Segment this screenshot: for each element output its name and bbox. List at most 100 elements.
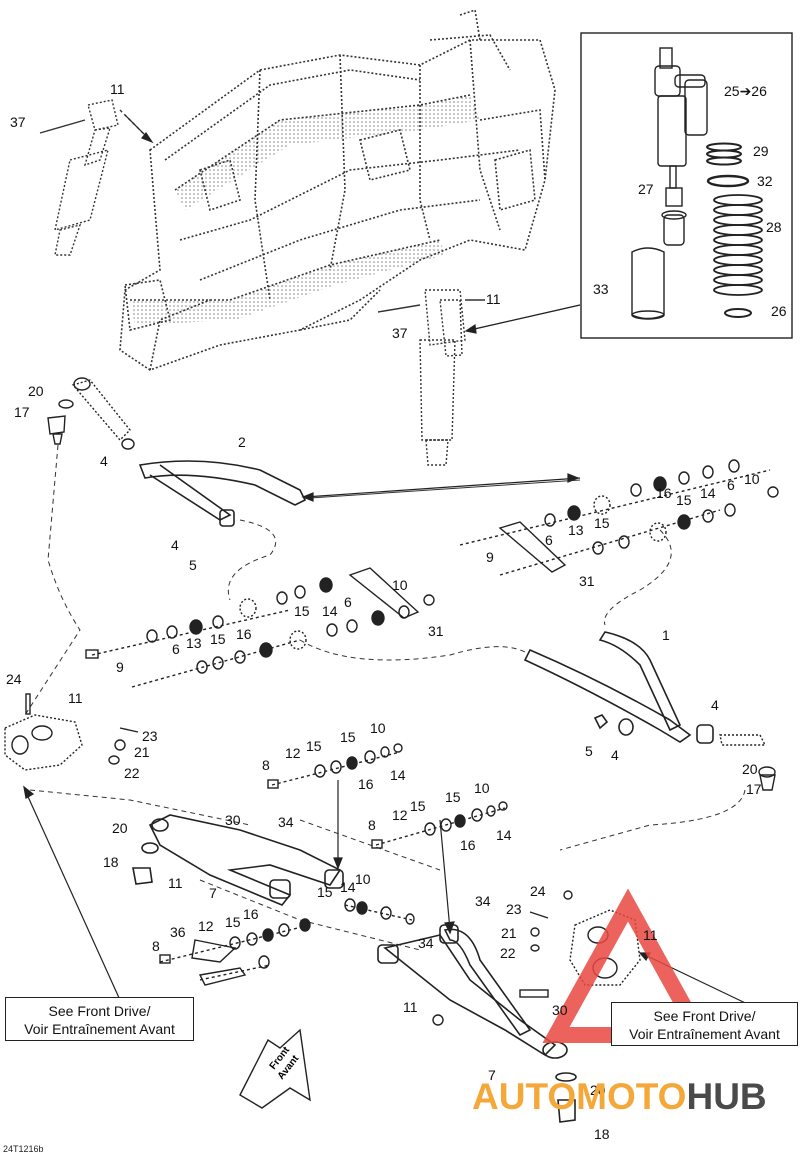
callout-24: 24 bbox=[530, 883, 546, 899]
callout-6: 6 bbox=[172, 641, 180, 657]
callout-11: 11 bbox=[403, 999, 418, 1015]
box-line-2: Voir Entraînement Avant bbox=[629, 1026, 780, 1042]
callout-15: 15 bbox=[445, 789, 461, 805]
bushing-stack-upper-right bbox=[459, 459, 779, 576]
callout-34: 34 bbox=[475, 893, 491, 909]
callout-15: 15 bbox=[294, 603, 310, 619]
callout-20: 20 bbox=[112, 820, 128, 836]
callout-15: 15 bbox=[676, 492, 692, 508]
callout-11: 11 bbox=[643, 927, 658, 943]
callout-24: 24 bbox=[6, 671, 22, 687]
callout-15: 15 bbox=[306, 738, 322, 754]
callout-10: 10 bbox=[355, 871, 371, 887]
callout-11: 11 bbox=[168, 875, 183, 891]
callout-14: 14 bbox=[340, 879, 356, 895]
callout-8: 8 bbox=[262, 757, 270, 773]
callout-23: 23 bbox=[142, 728, 158, 744]
callout-34: 34 bbox=[418, 935, 434, 951]
bushing-stack-lower bbox=[159, 743, 508, 986]
callout-15: 15 bbox=[317, 884, 333, 900]
watermark-part1: AUTOMOTO bbox=[472, 1076, 687, 1117]
callout-4: 4 bbox=[711, 697, 719, 713]
callout-6: 6 bbox=[545, 532, 553, 548]
callout-28: 28 bbox=[766, 219, 782, 235]
callout-1: 1 bbox=[662, 627, 670, 643]
callout-4: 4 bbox=[171, 537, 179, 553]
upper-arm-1 bbox=[523, 631, 714, 744]
steering-knuckle-right bbox=[432, 890, 641, 1026]
callout-37: 37 bbox=[10, 114, 26, 130]
callout-12: 12 bbox=[198, 918, 214, 934]
callout-13: 13 bbox=[568, 522, 584, 538]
ball-joint-right bbox=[719, 734, 776, 791]
drawing-code: 24T1216b bbox=[3, 1144, 44, 1154]
box-line-1: See Front Drive/ bbox=[48, 1003, 151, 1019]
callout-10: 10 bbox=[392, 577, 408, 593]
ball-joint-left bbox=[47, 377, 135, 450]
callout-9: 9 bbox=[486, 549, 494, 565]
lower-arm-7-left bbox=[132, 814, 344, 906]
watermark-logo: AUTOMOTOHUB bbox=[472, 1076, 767, 1118]
callout-12: 12 bbox=[285, 745, 301, 761]
callout-15: 15 bbox=[594, 515, 610, 531]
callout-18: 18 bbox=[594, 1126, 610, 1142]
callout-11: 11 bbox=[486, 291, 501, 307]
callout-16: 16 bbox=[236, 626, 252, 642]
callout-31: 31 bbox=[428, 623, 444, 639]
callout-15: 15 bbox=[410, 798, 426, 814]
box-line-1: See Front Drive/ bbox=[653, 1008, 756, 1024]
callout-37: 37 bbox=[392, 325, 408, 341]
shock-detail-box bbox=[580, 32, 793, 339]
callout-15: 15 bbox=[340, 729, 356, 745]
callout-9: 9 bbox=[116, 659, 124, 675]
callout-16: 16 bbox=[358, 776, 374, 792]
callout-34: 34 bbox=[278, 814, 294, 830]
callout-13: 13 bbox=[186, 635, 202, 651]
callout-20: 20 bbox=[28, 383, 44, 399]
callout-20: 20 bbox=[742, 761, 758, 777]
routing-lines bbox=[24, 444, 746, 951]
callout-23: 23 bbox=[506, 901, 522, 917]
see-front-drive-box-left: See Front Drive/ Voir Entraînement Avant bbox=[5, 997, 194, 1041]
callout-8: 8 bbox=[368, 817, 376, 833]
callout-21: 21 bbox=[501, 925, 517, 941]
shock-detail-parts bbox=[631, 47, 763, 320]
callout-36: 36 bbox=[170, 924, 186, 940]
callout-2: 2 bbox=[238, 434, 246, 450]
callout-10: 10 bbox=[744, 471, 760, 487]
callout-27: 27 bbox=[638, 181, 654, 197]
callout-17: 17 bbox=[14, 404, 30, 420]
callout-20: 20 bbox=[590, 1082, 606, 1098]
callout-16: 16 bbox=[460, 837, 476, 853]
callout-5: 5 bbox=[189, 557, 197, 573]
callout-14: 14 bbox=[496, 827, 512, 843]
callout-33: 33 bbox=[593, 281, 609, 297]
callout-4: 4 bbox=[100, 453, 108, 469]
callout-14: 14 bbox=[700, 485, 716, 501]
callout-29: 29 bbox=[753, 143, 769, 159]
callout-11: 11 bbox=[110, 81, 125, 97]
main-shock-absorber bbox=[377, 289, 485, 466]
callout-6: 6 bbox=[727, 477, 735, 493]
box-line-2: Voir Entraînement Avant bbox=[24, 1021, 175, 1037]
callout-4: 4 bbox=[611, 747, 619, 763]
callout-14: 14 bbox=[390, 767, 406, 783]
callout-30: 30 bbox=[552, 1002, 568, 1018]
callout-12: 12 bbox=[392, 807, 408, 823]
callout-32: 32 bbox=[757, 173, 773, 189]
callout-10: 10 bbox=[474, 780, 490, 796]
callout-25-26: 25➔26 bbox=[724, 83, 767, 99]
callout-5: 5 bbox=[585, 743, 593, 759]
watermark-part2: HUB bbox=[686, 1076, 767, 1117]
steering-knuckle-left bbox=[4, 693, 139, 771]
callout-7: 7 bbox=[209, 885, 217, 901]
front-direction-arrow bbox=[239, 1028, 311, 1109]
callout-16: 16 bbox=[243, 906, 259, 922]
see-front-drive-box-right: See Front Drive/ Voir Entraînement Avant bbox=[611, 1002, 798, 1046]
callout-31: 31 bbox=[579, 573, 595, 589]
upper-arm-2 bbox=[138, 460, 307, 527]
bushing-stack-upper-left bbox=[85, 567, 435, 688]
callout-8: 8 bbox=[152, 938, 160, 954]
